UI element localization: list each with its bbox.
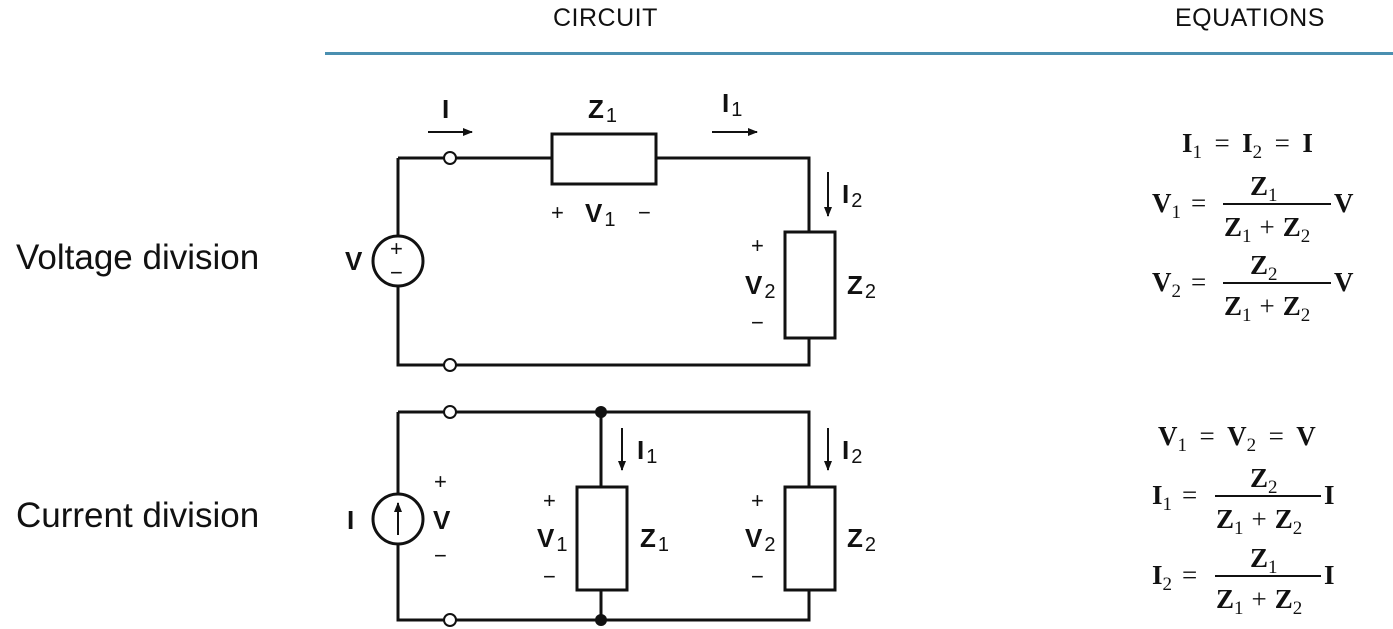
- c-eq3-denominator: Z1+Z2: [1216, 584, 1302, 619]
- v-eq3-lhs: V2=: [1152, 267, 1206, 302]
- v2-plus-sign: +: [751, 233, 764, 258]
- node-dot-bottom: [595, 614, 607, 626]
- v-eq3-denominator: Z1+Z2: [1224, 291, 1310, 326]
- v-label: V: [433, 505, 451, 535]
- circuit-column-header: CIRCUIT: [553, 4, 658, 32]
- v1-plus-sign: +: [551, 200, 564, 225]
- input-current-label: I: [442, 94, 449, 124]
- voltage-source: [371, 234, 425, 288]
- voltage-division-circuit: [371, 128, 837, 372]
- v2-plus-sign: +: [751, 488, 764, 513]
- v2-minus-sign: −: [751, 310, 764, 335]
- v-minus-sign: −: [434, 543, 447, 568]
- v-eq2-numerator: Z1: [1250, 171, 1278, 206]
- source-voltage-label: V: [345, 246, 363, 276]
- z2-series-impedance: [783, 230, 837, 340]
- terminal-top: [443, 151, 457, 165]
- v-eq3-numerator: Z2: [1250, 250, 1278, 285]
- equations-column-header: EQUATIONS: [1175, 4, 1325, 32]
- c-eq3-lhs: I2=: [1152, 560, 1197, 595]
- voltage-division-label: Voltage division: [16, 238, 260, 277]
- c-eq1: V1 = V2 = V: [1158, 421, 1316, 456]
- terminal-top: [443, 405, 457, 419]
- v1-minus-sign: −: [543, 564, 556, 589]
- source-plus-sign: +: [390, 236, 403, 261]
- current-division-label: Current division: [16, 496, 260, 535]
- current-division-circuit: [371, 405, 837, 627]
- v-eq1: I1 = I2 = I: [1182, 128, 1313, 163]
- current-equations: V1 = V2 = V I1= Z2 Z1+Z2 I I2= Z1 Z1+Z2 …: [1152, 421, 1335, 619]
- v1-minus-sign: −: [638, 200, 651, 225]
- c-eq2-lhs: I1=: [1152, 480, 1197, 515]
- voltage-circuit-wires: [396, 156, 811, 367]
- v-plus-sign: +: [434, 469, 447, 494]
- v1-plus-sign: +: [543, 488, 556, 513]
- z1-parallel-impedance: [575, 485, 629, 592]
- v2-minus-sign: −: [751, 564, 764, 589]
- voltage-equations: I1 = I2 = I V1= Z1 Z1+Z2 V V2= Z2 Z1+Z2 …: [1152, 128, 1354, 326]
- c-eq3-numerator: Z1: [1250, 543, 1278, 578]
- c-eq2-tail: I: [1324, 480, 1335, 510]
- v-eq2-lhs: V1=: [1152, 188, 1206, 223]
- v-eq2-denominator: Z1+Z2: [1224, 212, 1310, 247]
- terminal-bottom: [443, 613, 457, 627]
- v-eq2-tail: V: [1334, 188, 1354, 218]
- header-rule: [325, 52, 1393, 55]
- z1-series-impedance: [550, 132, 658, 186]
- z2-parallel-impedance: [783, 485, 837, 592]
- v-eq3-tail: V: [1334, 267, 1354, 297]
- c-eq2-numerator: Z2: [1250, 463, 1278, 498]
- terminal-bottom: [443, 358, 457, 372]
- c-eq3-tail: I: [1324, 560, 1335, 590]
- source-current-label: I: [347, 505, 354, 535]
- node-dot-top: [595, 406, 607, 418]
- source-minus-sign: −: [390, 260, 403, 285]
- c-eq2-denominator: Z1+Z2: [1216, 504, 1302, 539]
